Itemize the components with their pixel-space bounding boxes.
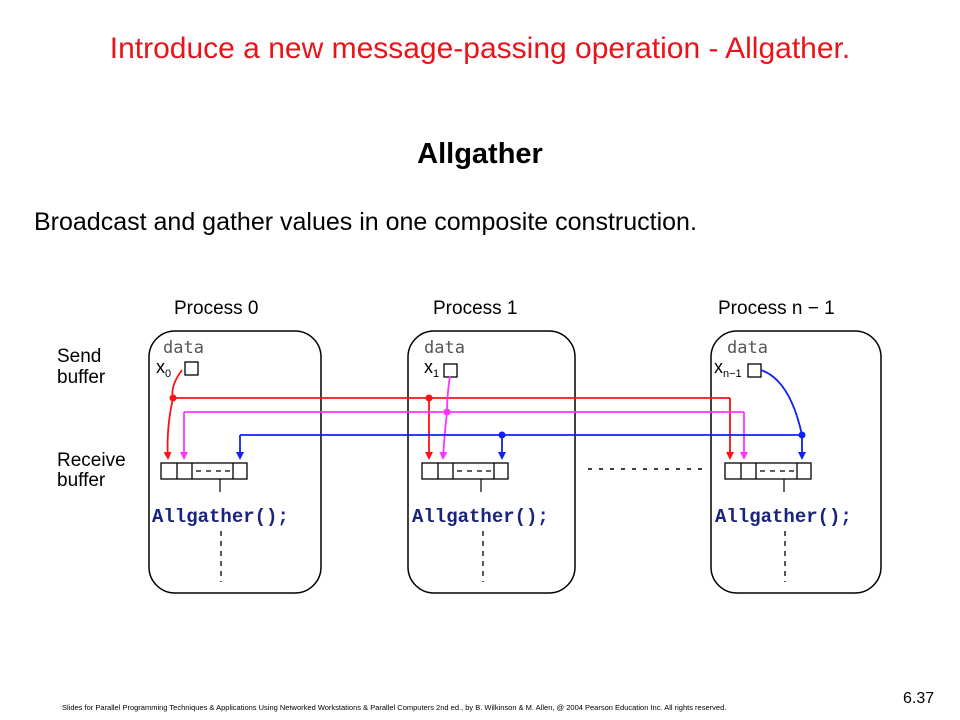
process-n-allgather-call: Allgather(); (715, 506, 852, 528)
process-n-send-cell (747, 363, 762, 378)
process-1-var: x1 (424, 357, 439, 380)
process-0-broadcast-junction (425, 394, 433, 402)
process-n-broadcast-arrows (236, 369, 806, 460)
slide-headline: Introduce a new message-passing operatio… (109, 32, 851, 65)
slide-subtitle: Broadcast and gather values in one compo… (34, 208, 697, 236)
send-label-line1: Send (57, 346, 101, 367)
process-n-data-label: data (727, 338, 768, 358)
process-n-receive-buffer (724, 462, 812, 480)
process-1-box (407, 330, 576, 594)
process-1-receive-buffer (421, 462, 509, 480)
process-0-box (148, 330, 322, 594)
process-n-var: xn−1 (714, 357, 742, 380)
process-n-broadcast-node (798, 431, 806, 439)
process-1-label: Process 1 (433, 298, 517, 319)
process-n-label: Process n − 1 (718, 298, 835, 319)
process-0-label: Process 0 (174, 298, 258, 319)
process-n-box (710, 330, 882, 594)
slide-number: 6.37 (903, 690, 935, 707)
process-timelines (220, 531, 786, 582)
process-0-allgather-call: Allgather(); (152, 506, 289, 528)
slide-footer: Slides for Parallel Programming Techniqu… (62, 703, 727, 712)
process-1-broadcast-arrows (180, 375, 748, 460)
buffer-ticks (219, 479, 785, 492)
receive-label-line1: Receive (57, 450, 126, 471)
send-label-line2: buffer (57, 367, 106, 388)
process-1-data-label: data (424, 338, 465, 358)
process-1-send-cell (443, 363, 458, 378)
process-0-var: x0 (156, 357, 171, 380)
process-1-allgather-call: Allgather(); (412, 506, 549, 528)
process-0-receive-buffer (160, 462, 248, 480)
process-0-broadcast-node (169, 394, 177, 402)
process-n-broadcast-junction (498, 431, 506, 439)
process-0-send-cell (184, 361, 199, 376)
process-1-broadcast-node (443, 408, 451, 416)
receive-label-line2: buffer (57, 470, 106, 491)
slide-title: Allgather (417, 138, 543, 170)
process-0-data-label: data (163, 338, 204, 358)
